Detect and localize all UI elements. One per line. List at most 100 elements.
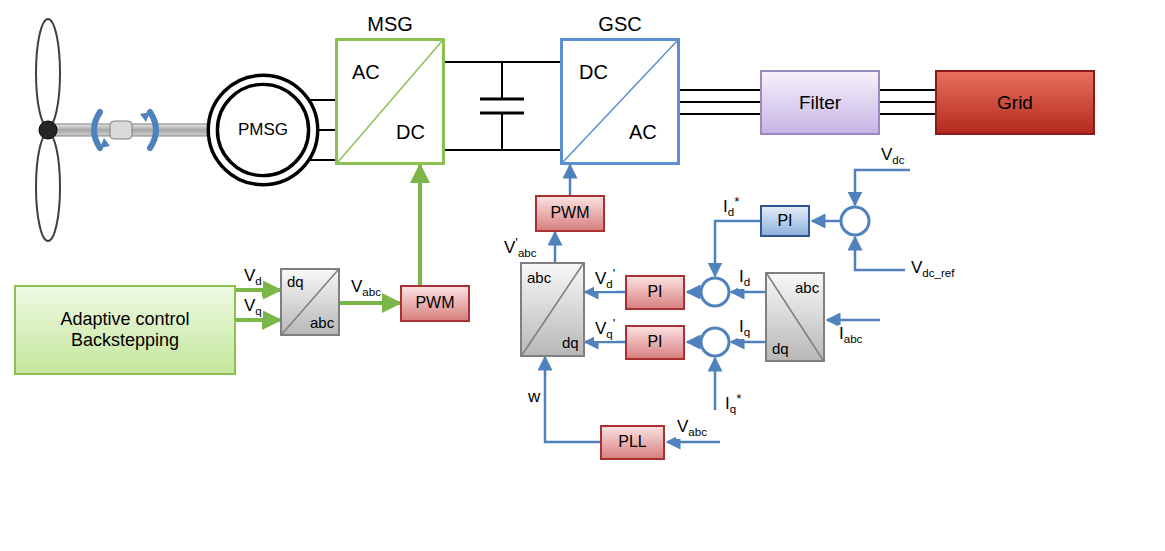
connector-line xyxy=(880,89,935,91)
diagonal-line xyxy=(282,270,338,334)
connector-line xyxy=(445,61,560,63)
connector-line xyxy=(880,113,935,115)
signal-name: Vq xyxy=(243,297,263,318)
signal-name: Vabc xyxy=(676,418,708,439)
generator-circle: PMSG xyxy=(206,73,320,187)
transform-block: abc dq xyxy=(765,272,825,362)
signal-wire xyxy=(687,341,700,344)
node-text: PI xyxy=(647,333,662,351)
node-text: abc xyxy=(527,269,551,286)
rotation-arrow-head xyxy=(140,112,150,122)
node-text: PI xyxy=(647,283,662,301)
node-text: DC xyxy=(396,121,425,144)
signal-wire xyxy=(827,319,880,322)
node-text: PLL xyxy=(618,433,646,451)
node-text: PWM xyxy=(415,294,454,312)
control-signal xyxy=(420,165,421,285)
capacitor-lead xyxy=(501,113,503,150)
sum-junction xyxy=(701,328,729,356)
control-signal xyxy=(340,303,400,304)
pi-controller: PI xyxy=(625,325,685,360)
transform-block: abc dq xyxy=(520,262,585,357)
filter-box: Filter xyxy=(760,70,880,135)
stator-ring xyxy=(208,75,317,184)
hub xyxy=(39,121,57,139)
diagonal-divider xyxy=(563,41,677,162)
connector-line xyxy=(585,341,625,344)
connector-line xyxy=(445,149,560,151)
signal-name: Vabc xyxy=(350,278,382,299)
node-text: PWM xyxy=(550,204,589,222)
signal-name: Vq' xyxy=(594,317,616,341)
connector-line xyxy=(569,165,572,195)
grid-box: Grid xyxy=(935,70,1095,135)
connector-line xyxy=(680,101,760,103)
connector-line xyxy=(418,165,422,285)
control-signal xyxy=(570,165,571,195)
connector-line xyxy=(318,129,335,131)
control-signal xyxy=(585,292,625,293)
transform-block: dqabc xyxy=(280,268,340,336)
signal-wire xyxy=(812,220,840,223)
signal-wire xyxy=(687,291,700,294)
signal-name: Iq xyxy=(738,318,751,339)
rotor-ring xyxy=(217,84,308,175)
converter-box: MSGACDC xyxy=(335,38,445,165)
signal-name: V'abc xyxy=(503,236,538,260)
signal-wire xyxy=(855,170,910,205)
signal-name: Id* xyxy=(722,195,740,219)
signal-name: Id xyxy=(738,268,751,289)
signal-wire xyxy=(667,441,720,444)
node-text: dq xyxy=(562,334,579,351)
diagonal-divider xyxy=(338,41,442,162)
connector-line xyxy=(680,113,760,115)
connector-line xyxy=(545,357,600,442)
diagonal-line xyxy=(563,41,677,162)
node-text: AC xyxy=(629,121,657,144)
coupling xyxy=(110,121,132,139)
blade xyxy=(36,19,60,127)
control-signal xyxy=(236,290,280,291)
signal-name: w xyxy=(527,388,541,407)
node-text: Adaptive control Backstepping xyxy=(20,309,230,350)
blade xyxy=(36,133,60,241)
pi-controller: PI xyxy=(760,205,810,237)
connector-line xyxy=(585,291,625,294)
sum-junction xyxy=(701,278,729,306)
rotation-arrow xyxy=(150,112,156,148)
connector-line xyxy=(340,301,400,305)
signal-name: Vd' xyxy=(594,267,616,291)
node-text: DC xyxy=(579,61,608,84)
node-text: PMSG xyxy=(238,120,288,140)
rotation-arrow-head xyxy=(100,138,110,148)
node-text: abc xyxy=(795,279,819,296)
connector-line xyxy=(880,101,935,103)
control-signal xyxy=(545,357,600,442)
signal-name: Vdc_ref xyxy=(910,259,955,280)
connector-line xyxy=(309,159,335,161)
signal-wire xyxy=(714,358,717,410)
node-text: Grid xyxy=(997,92,1033,114)
connector-line xyxy=(680,89,760,91)
node-text: Filter xyxy=(799,92,841,114)
control-signal xyxy=(236,320,280,321)
power-line xyxy=(445,62,560,150)
pwm-block: PWM xyxy=(535,195,605,232)
control-signal xyxy=(555,232,556,262)
node-text: PI xyxy=(777,212,792,230)
connector-line xyxy=(236,318,280,322)
converter-box: GSCDCAC xyxy=(560,38,680,165)
connector-line xyxy=(309,99,335,101)
signal-wire xyxy=(731,341,765,344)
signal-name: Iq* xyxy=(724,392,742,416)
node-text: dq xyxy=(772,340,789,357)
diagonal-line xyxy=(767,274,823,360)
sum-junction xyxy=(841,207,869,235)
pll-block: PLL xyxy=(600,425,665,460)
converter-name: MSG xyxy=(338,13,442,36)
signal-name: Iabc xyxy=(838,325,863,346)
power-line xyxy=(880,90,935,114)
signal-name: Vdc xyxy=(880,146,906,167)
node-text: dq xyxy=(287,273,304,290)
controller-box: Adaptive control Backstepping xyxy=(14,285,236,375)
